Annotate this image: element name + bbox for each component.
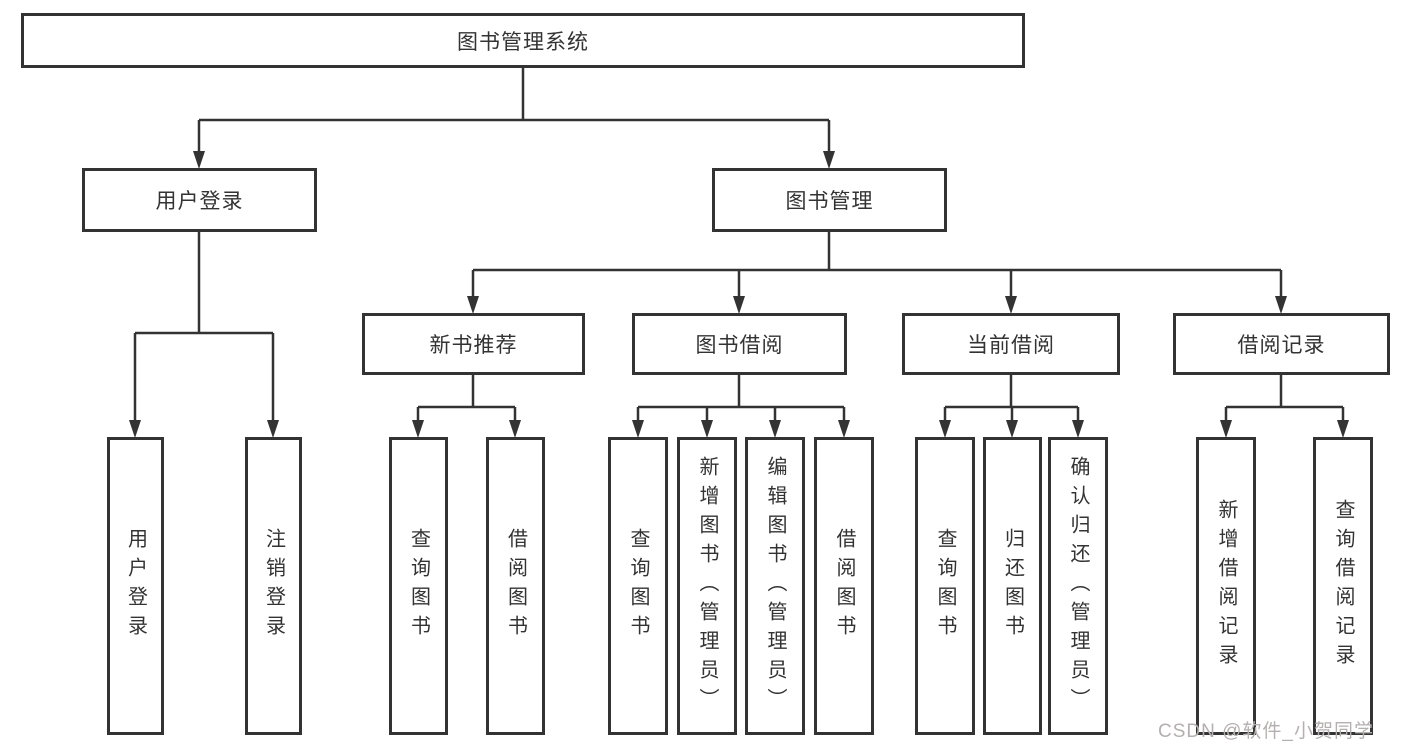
leaf-add-book-admin: 新增图书（管理员） <box>677 437 737 735</box>
node-label: 图书管理 <box>785 190 874 213</box>
leaf-edit-book-admin: 编辑图书（管理员） <box>745 437 805 735</box>
leaf-confirm-return-admin: 确认归还（管理员） <box>1048 437 1108 735</box>
leaf-query-books-recommend: 查询图书 <box>389 437 448 735</box>
leaf-query-books-current: 查询图书 <box>915 437 975 735</box>
node-library-management-system: 图书管理系统 <box>21 13 1025 68</box>
leaf-borrow-books-borrowing: 借阅图书 <box>814 437 874 735</box>
node-label: 当前借阅 <box>967 334 1055 357</box>
node-current-borrowing: 当前借阅 <box>902 313 1120 375</box>
leaf-label: 借阅图书 <box>833 528 855 644</box>
leaf-user-login: 用户登录 <box>107 437 164 735</box>
leaf-label: 编辑图书（管理员） <box>764 455 786 717</box>
leaf-label: 查询图书 <box>627 528 649 644</box>
node-user-login: 用户登录 <box>82 168 317 232</box>
leaf-borrow-books-recommend: 借阅图书 <box>486 437 545 735</box>
leaf-return-book: 归还图书 <box>983 437 1042 735</box>
node-book-management: 图书管理 <box>712 168 947 232</box>
leaf-label: 查询图书 <box>934 528 956 644</box>
leaf-logout: 注销登录 <box>245 437 302 735</box>
leaf-label: 新增借阅记录 <box>1215 499 1237 673</box>
node-new-book-recommendation: 新书推荐 <box>362 313 585 375</box>
leaf-query-borrow-record: 查询借阅记录 <box>1313 437 1373 735</box>
node-label: 图书借阅 <box>695 334 784 357</box>
leaf-add-borrow-record: 新增借阅记录 <box>1196 437 1256 735</box>
node-label: 用户登录 <box>155 190 244 213</box>
node-label: 图书管理系统 <box>457 30 589 54</box>
leaf-label: 确认归还（管理员） <box>1067 455 1089 717</box>
leaf-label: 新增图书（管理员） <box>696 455 718 717</box>
leaf-label: 查询图书 <box>407 528 430 644</box>
node-label: 新书推荐 <box>429 334 518 357</box>
node-book-borrowing: 图书借阅 <box>632 313 847 375</box>
leaf-label: 借阅图书 <box>504 528 527 644</box>
node-borrowing-records: 借阅记录 <box>1173 313 1390 375</box>
leaf-query-books-borrowing: 查询图书 <box>608 437 668 735</box>
leaf-label: 查询借阅记录 <box>1332 499 1354 673</box>
csdn-watermark: CSDN @软件_小贺同学 <box>1158 721 1374 742</box>
leaf-label: 归还图书 <box>1001 528 1024 644</box>
leaf-label: 用户登录 <box>124 528 147 644</box>
leaf-label: 注销登录 <box>262 528 285 644</box>
node-label: 借阅记录 <box>1237 334 1326 357</box>
